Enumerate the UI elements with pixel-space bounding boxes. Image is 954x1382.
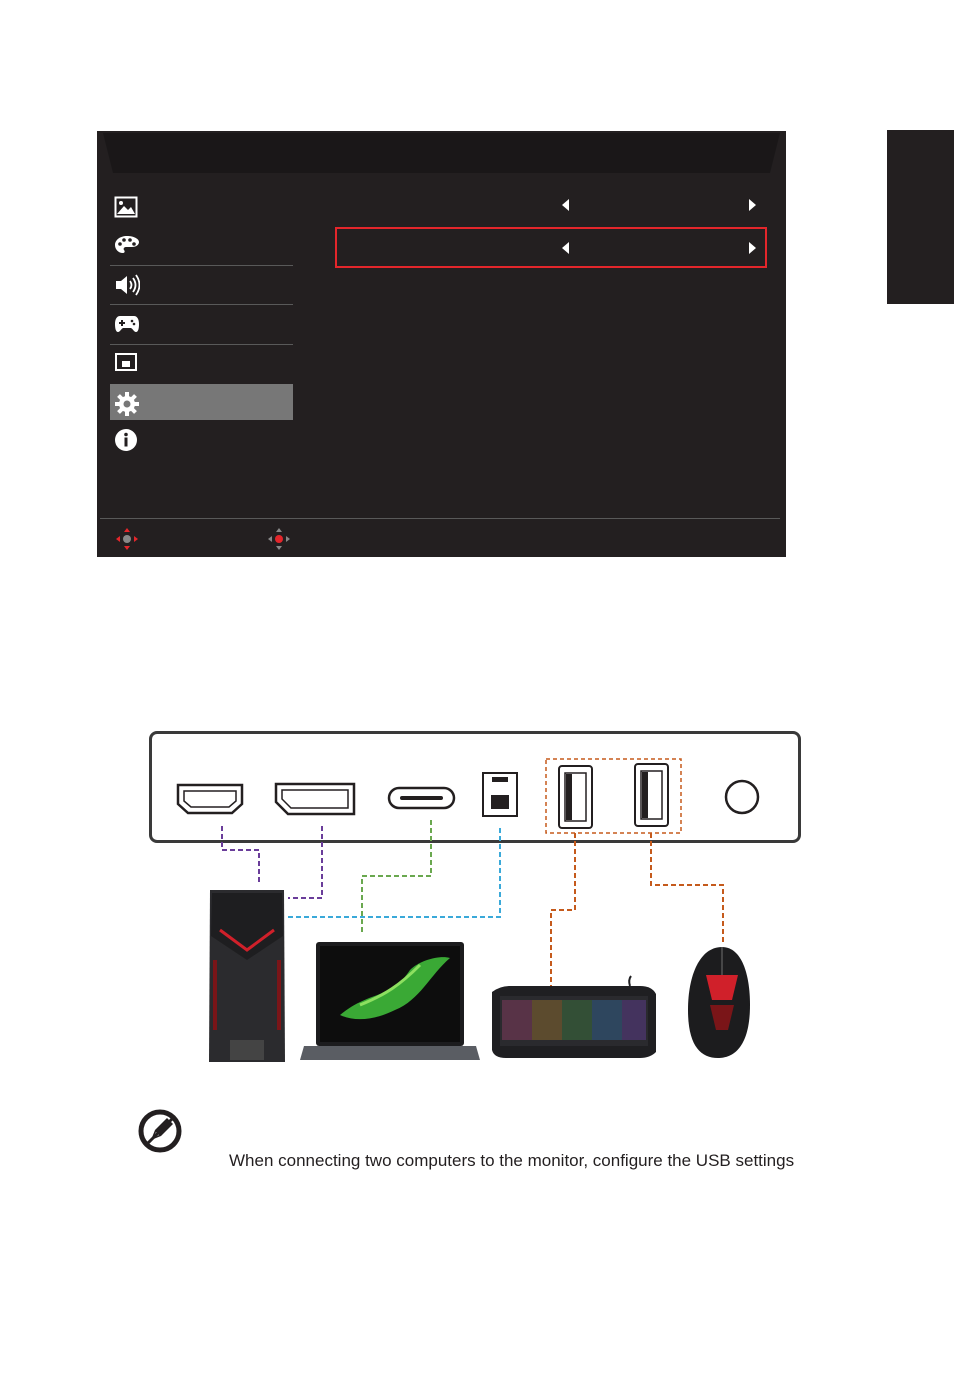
note-text: When connecting two computers to the mon… [229, 1151, 795, 1170]
monitor-port-panel [149, 731, 801, 843]
note-icon [138, 1109, 182, 1153]
usb-a-port-1 [558, 765, 593, 829]
keyboard-cable [550, 833, 576, 986]
move-icon [116, 528, 138, 550]
hdmi-cable [221, 826, 260, 882]
laptop [300, 942, 480, 1060]
hdmi-port [176, 783, 244, 815]
right-arrow-icon[interactable] [749, 199, 757, 211]
displayport-port [274, 782, 356, 816]
menu-item-system[interactable] [110, 384, 293, 420]
selected-setting-row[interactable] [335, 227, 767, 268]
gaming-icon [115, 316, 139, 332]
information-icon [115, 429, 137, 451]
osd-menu [97, 131, 786, 557]
menu-item-information[interactable] [110, 421, 293, 457]
system-icon [115, 392, 139, 416]
footer-divider [100, 518, 780, 519]
displayport-cable [288, 826, 323, 899]
usb-b-cable [288, 828, 501, 918]
right-arrow-icon[interactable] [749, 242, 757, 254]
audio-icon [116, 274, 140, 296]
usb-c-cable [361, 820, 432, 932]
usb-b-port [482, 772, 518, 817]
usb-a-port-2 [634, 763, 669, 827]
osd-icon [115, 353, 137, 371]
enter-icon [268, 528, 290, 550]
menu-item-gaming[interactable] [110, 304, 293, 341]
language-tab [887, 130, 954, 304]
menu-item-color[interactable] [110, 228, 293, 264]
left-arrow-icon[interactable] [562, 242, 570, 254]
color-icon [115, 236, 139, 253]
picture-icon [114, 196, 138, 218]
left-arrow-icon[interactable] [562, 199, 570, 211]
desktop-pc [209, 890, 285, 1062]
usb-a-group-outline [545, 758, 682, 834]
mouse [688, 947, 750, 1058]
usb-c-port [387, 786, 456, 810]
mouse-cable [650, 833, 724, 945]
audio-port [724, 779, 760, 815]
keyboard [492, 975, 656, 1058]
osd-header [103, 133, 780, 173]
menu-item-picture[interactable] [110, 189, 293, 225]
menu-item-osd[interactable] [110, 344, 293, 381]
menu-item-audio[interactable] [110, 265, 293, 302]
